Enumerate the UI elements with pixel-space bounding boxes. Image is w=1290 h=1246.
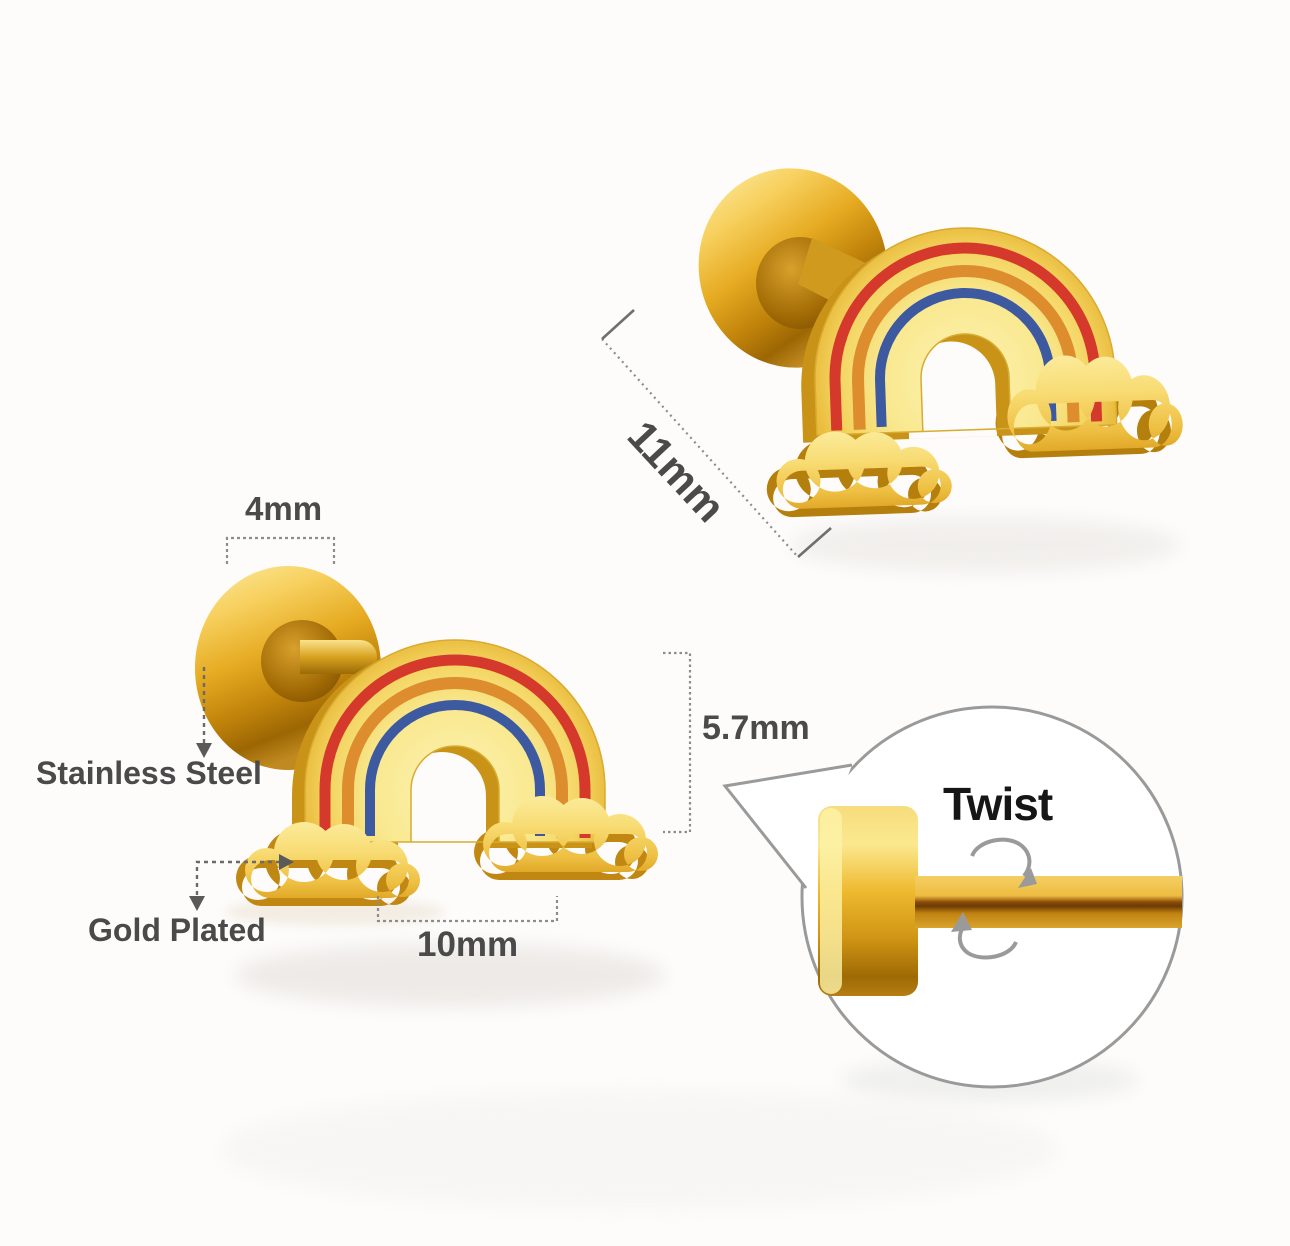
- rotate-arrows-icon: [951, 837, 1037, 960]
- stud-post: [300, 640, 377, 674]
- earring-side-view: [195, 566, 658, 906]
- charm-height-label: 5.7mm: [702, 709, 810, 747]
- gold-plated-arrow: [189, 854, 294, 911]
- disc-width-label: 4mm: [245, 490, 323, 527]
- dimension-5-7mm: [663, 651, 692, 834]
- dimension-11mm: [601, 309, 832, 558]
- charm-width-label: 10mm: [417, 925, 519, 964]
- twist-label: Twist: [943, 778, 1053, 830]
- magnifier-pointer: [722, 763, 853, 889]
- twist-inset: [722, 705, 1184, 1089]
- inset-post: [915, 876, 1182, 928]
- plating-label: Gold Plated: [88, 912, 266, 948]
- earring-perspective-view: [698, 168, 1184, 518]
- stainless-steel-arrow: [196, 667, 212, 758]
- flat-back-disc: [818, 806, 918, 996]
- material-label: Stainless Steel: [36, 755, 262, 791]
- flat-back-disc-highlight: [820, 808, 842, 994]
- dimension-10mm: [376, 896, 559, 923]
- dimension-4mm: [225, 536, 336, 564]
